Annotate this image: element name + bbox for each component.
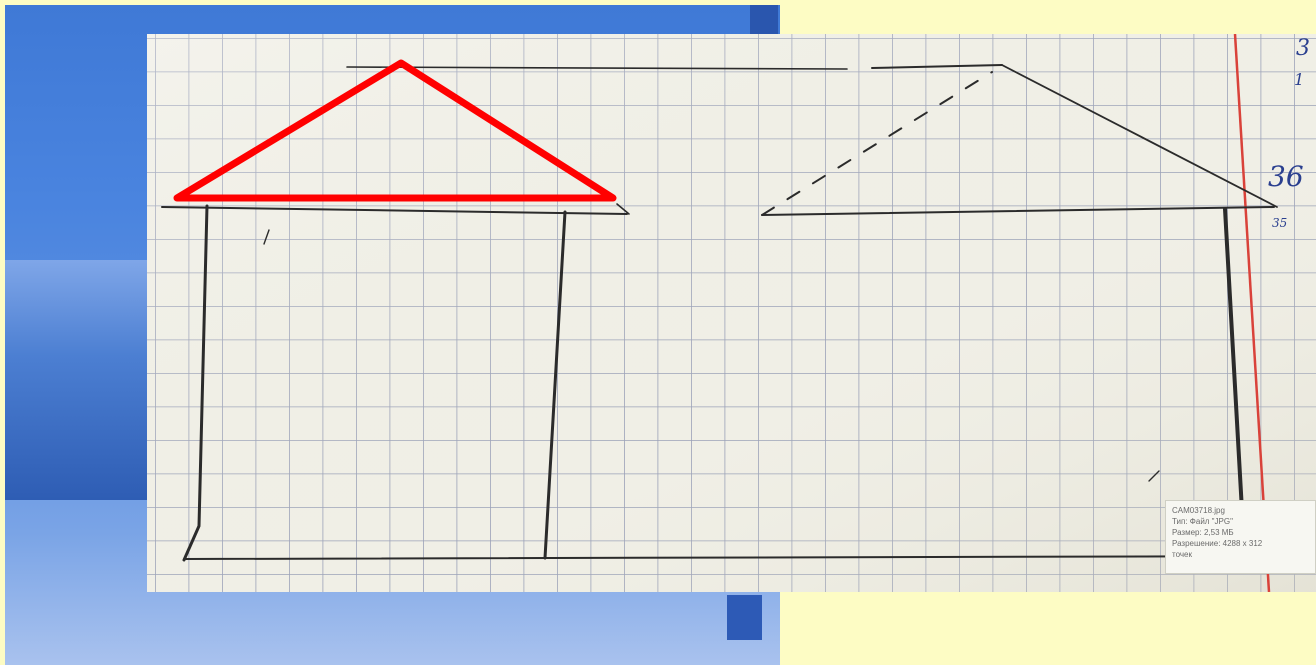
margin-note-3: 36 [1268, 160, 1304, 193]
pencil-top-line [346, 66, 848, 70]
tooltip-resolution: Разрешение: 4288 x 312 [1172, 539, 1263, 548]
pencil-floor-line [183, 555, 1316, 560]
margin-note-1: 3 [1296, 36, 1310, 61]
red-margin-line [1233, 34, 1271, 592]
pole-image [727, 595, 762, 640]
pencil-small-roof-left [871, 64, 1003, 69]
pencil-roof-right-end [616, 203, 630, 215]
file-info-tooltip: CAM03718.jpg Тип: Файл "JPG" Размер: 2,5… [1165, 500, 1316, 574]
tooltip-size: Размер: 2,53 МБ [1172, 528, 1234, 537]
pencil-tick-1 [263, 229, 270, 245]
margin-note-4: 35 [1272, 216, 1288, 230]
tooltip-last-line: точек [1172, 550, 1192, 559]
pencil-tick-2 [1148, 470, 1160, 482]
pencil-building-sketch [161, 64, 1316, 566]
pencil-roof-base-line [161, 206, 628, 215]
pencil-eave-line [761, 206, 1275, 216]
red-roof-triangle [173, 59, 617, 202]
pencil-small-roof-slope [1001, 64, 1278, 208]
margin-note-2: 1 [1294, 70, 1305, 89]
pencil-left-wall [182, 204, 209, 562]
pencil-middle-wall [543, 210, 567, 560]
graph-paper-drawing [147, 34, 1316, 592]
tooltip-type: Тип: Файл "JPG" [1172, 517, 1233, 526]
tooltip-filename: CAM03718.jpg [1172, 506, 1225, 515]
graph-paper-photo [147, 34, 1316, 592]
snowy-house-image [5, 260, 165, 500]
